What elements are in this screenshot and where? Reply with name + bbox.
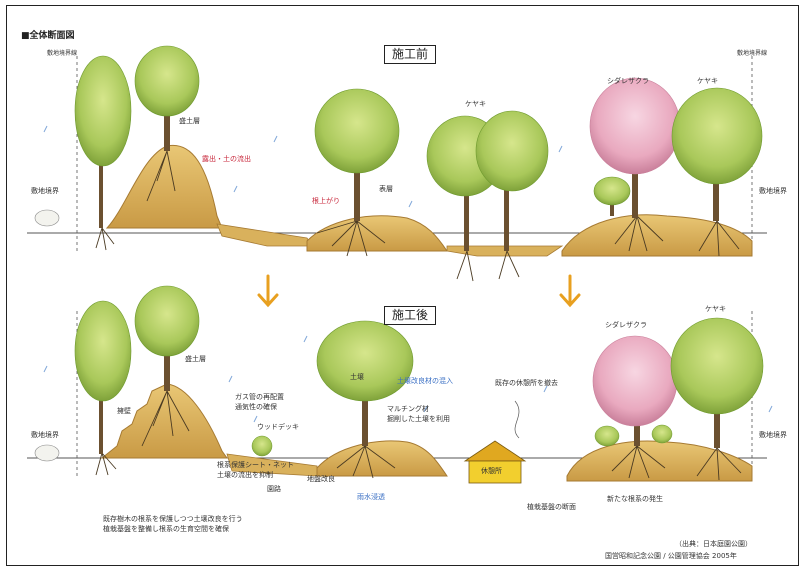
footer-credit-1: （出典：日本庭園公園） xyxy=(675,539,752,549)
before-low-ground xyxy=(217,224,312,246)
after-pipe-b-label: 通気性の確保 xyxy=(235,404,277,411)
cross-section-illustration xyxy=(7,6,800,567)
rest-house xyxy=(465,441,525,483)
after-tree-c-label: ケヤキ xyxy=(705,306,726,313)
before-top-right-mark: 敷地境界線 xyxy=(737,48,767,57)
after-blue-label: 土壌改良材の混入 xyxy=(397,378,453,385)
before-tree-a-label: ケヤキ xyxy=(465,101,486,108)
diagram-title: ■全体断面図 xyxy=(21,28,75,41)
after-mound-left xyxy=(102,384,227,458)
after-pipe-a-label: ガス管の再配置 xyxy=(235,394,284,401)
after-steps-label: 擁壁 xyxy=(117,408,131,415)
before-root-note: 根上がり xyxy=(312,198,340,205)
after-walk-label: 園路 xyxy=(267,486,281,493)
after-sub-a: 掘削した土壌を利用 xyxy=(387,416,450,423)
house-note-leader xyxy=(515,401,519,438)
footer-credit-2: 国営昭和記念公園 / 公園管理協会 2005年 xyxy=(605,551,737,561)
after-bottom-note-4: 地盤改良 xyxy=(307,476,335,483)
after-bottom-note-3: 雨水浸透 xyxy=(357,494,385,501)
transition-arrows xyxy=(259,276,579,305)
before-section-label: 施工前 xyxy=(384,45,436,64)
after-mound-label: 盛土層 xyxy=(185,356,206,363)
before-top-left-mark: 敷地境界線 xyxy=(47,48,77,57)
after-section-label: 施工後 xyxy=(384,306,436,325)
after-decking-label: ウッドデッキ xyxy=(257,424,299,431)
after-sub-b: 根系保護シート・ネット xyxy=(217,462,294,469)
before-section xyxy=(27,46,767,281)
before-mound-label: 盛土層 xyxy=(179,118,200,125)
after-tree-sakura-label: シダレザクラ xyxy=(605,322,647,329)
arrow-left xyxy=(259,276,277,305)
before-mound-mid xyxy=(307,216,447,251)
after-left-edge: 敷地境界 xyxy=(31,432,59,439)
after-bottom-note-1: 既存樹木の根系を保護しつつ土壌改良を行う xyxy=(103,516,243,523)
after-dome-label: 土壌 xyxy=(350,374,364,381)
after-sub-c: 土壌の流出を抑制 xyxy=(217,472,273,479)
arrow-right xyxy=(561,276,579,305)
after-sub-d: 新たな根系の発生 xyxy=(607,496,663,503)
after-right-edge: 敷地境界 xyxy=(759,432,787,439)
after-house-note: 既存の休憩所を撤去 xyxy=(495,380,558,387)
diagram-frame: ■全体断面図 施工前 施工後 敷地境界線 敷地境界線 ケヤキ シダレザクラ ケヤ… xyxy=(6,5,799,566)
before-ground-label: 表層 xyxy=(379,186,393,193)
after-right-bottom-label: 植栽基盤の断面 xyxy=(527,504,576,511)
before-red-note: 露出・土の流出 xyxy=(202,156,251,163)
after-bottom-note-2: 植栽基盤を整備し根系の生育空間を確保 xyxy=(103,526,229,533)
before-tree-sakura-label: シダレザクラ xyxy=(607,78,649,85)
before-right-edge: 敷地境界 xyxy=(759,188,787,195)
after-wood-note: マルチング材 xyxy=(387,406,429,413)
before-tree-c-label: ケヤキ xyxy=(697,78,718,85)
before-left-edge: 敷地境界 xyxy=(31,188,59,195)
after-mound-right xyxy=(567,441,752,481)
after-house-label: 休憩所 xyxy=(481,468,502,475)
